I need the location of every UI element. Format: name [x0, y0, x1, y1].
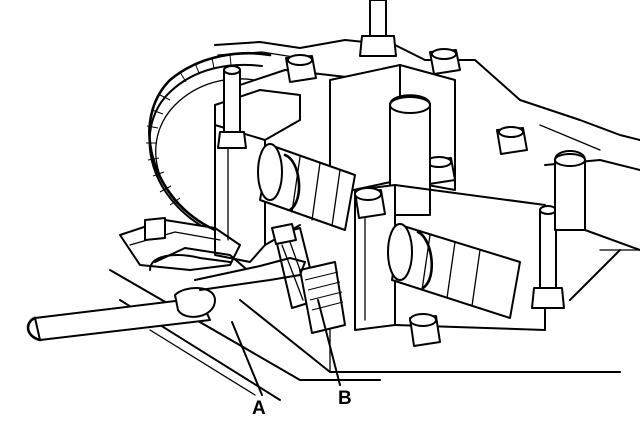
- nut-lower: [409, 313, 441, 347]
- nut-top-right: [429, 48, 461, 75]
- callout-label-b: B: [338, 388, 352, 409]
- cylinder-head-right: [544, 150, 640, 251]
- timing-cover-bracket: [119, 217, 241, 271]
- stud-bolt-left: [217, 65, 247, 149]
- rear-camshaft-holder: [214, 89, 301, 263]
- callout-leader-a: [231, 321, 263, 396]
- camshaft-right: [387, 223, 521, 319]
- nut-top-left: [285, 54, 317, 83]
- camshaft-left: [257, 143, 356, 231]
- rocker-arm-assembly: [271, 223, 346, 334]
- middle-camshaft-holder: [329, 64, 456, 216]
- nut-front-left: [354, 187, 386, 219]
- nut-right-upper: [496, 126, 528, 155]
- stud-bolt-top: [359, 0, 397, 57]
- stud-bolt-right: [531, 205, 565, 309]
- special-tool-bar: [26, 247, 306, 342]
- callout-leader-b: [317, 299, 341, 386]
- callout-label-a: A: [252, 398, 266, 419]
